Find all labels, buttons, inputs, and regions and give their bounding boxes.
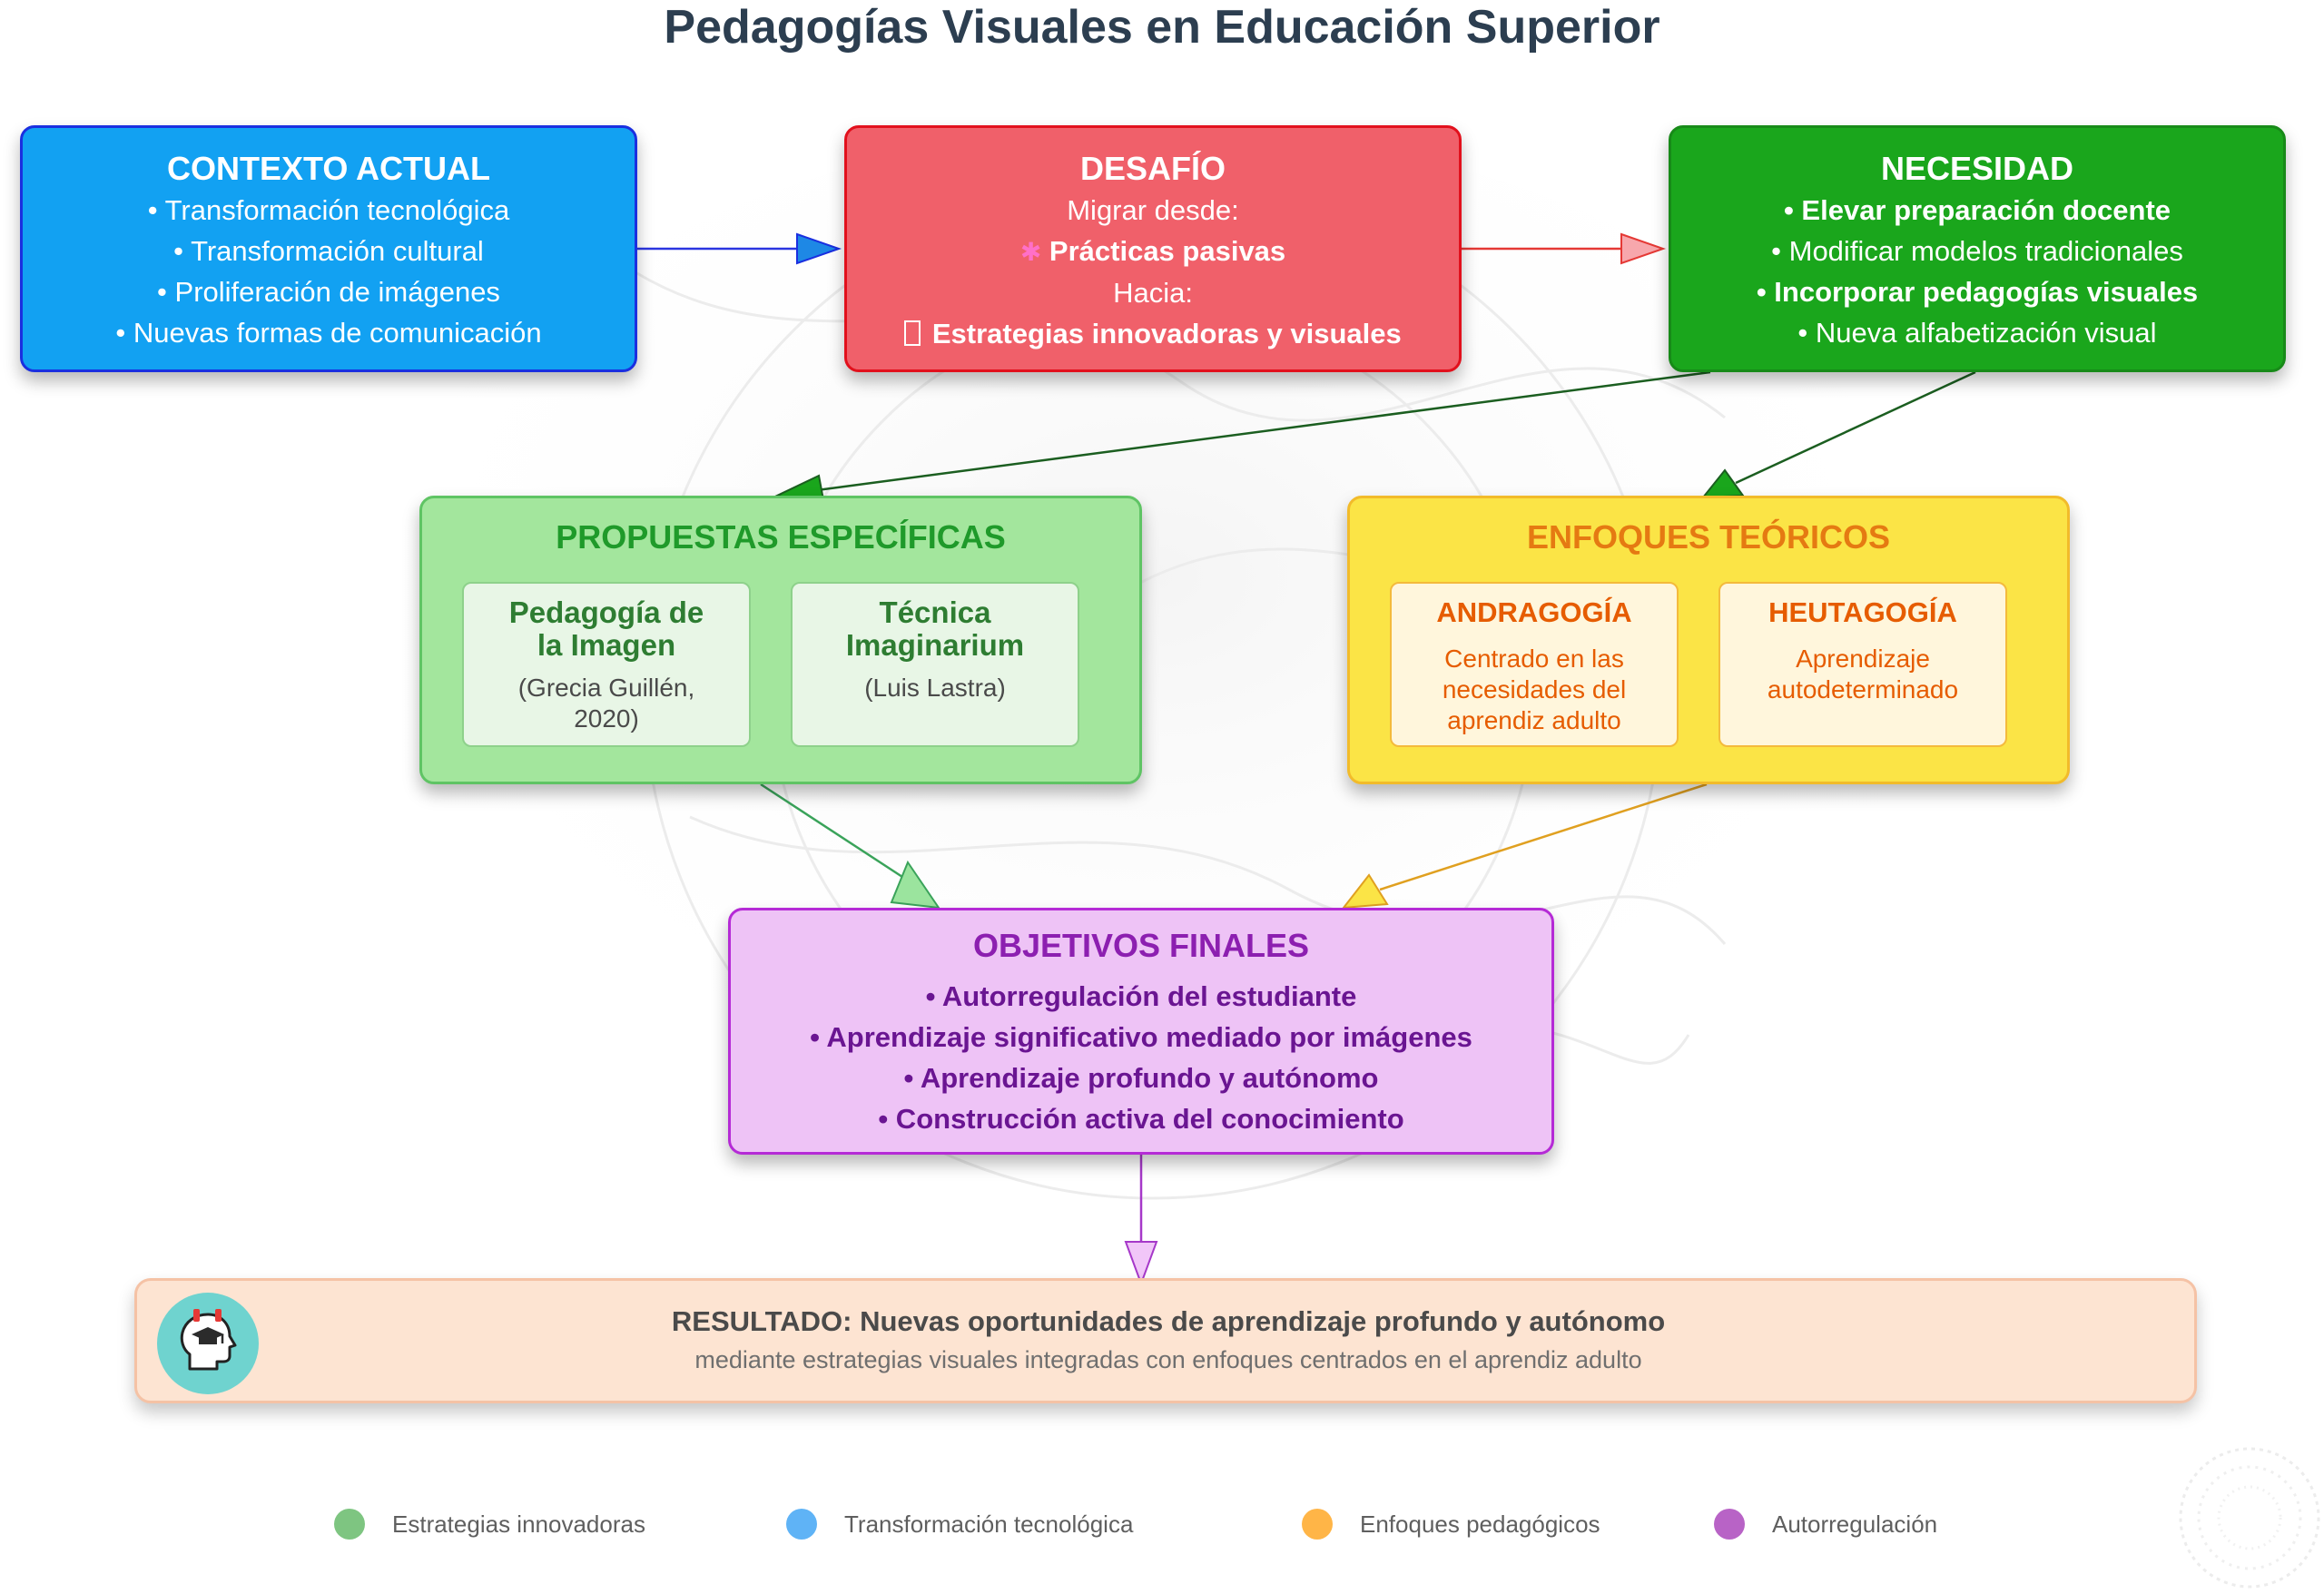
propuesta-card-body-line: (Luis Lastra): [864, 674, 1006, 702]
propuesta-card-title: Pedagogía de la Imagen: [464, 596, 749, 662]
missing-glyph-icon: [904, 320, 921, 346]
propuesta-card-body-line: 2020): [574, 704, 639, 733]
legend-dot: [1714, 1509, 1745, 1540]
resultado-main: RESULTADO: Nuevas oportunidades de apren…: [671, 1305, 1666, 1337]
propuesta-card-title-line: Pedagogía de: [508, 595, 704, 629]
page-title: Pedagogías Visuales en Educación Superio…: [664, 1, 1660, 54]
propuesta-card-title: Técnica Imaginarium: [793, 596, 1078, 662]
propuesta-card-body-line: (Grecia Guillén,: [517, 674, 695, 702]
propuestas-heading: PROPUESTAS ESPECÍFICAS: [556, 518, 1006, 556]
desafio-to-value: Estrategias innovadoras y visuales: [931, 318, 1402, 349]
enfoque-card-body-line: autodeterminado: [1767, 675, 1959, 704]
arrow-propuestas-objetivos: [760, 782, 941, 910]
enfoque-card-body: Centrado en las necesidades del aprendiz…: [1392, 644, 1677, 736]
legend: Estrategias innovadoras Transformación t…: [0, 1505, 2324, 1545]
contexto-actual-box: CONTEXTO ACTUAL • Transformación tecnoló…: [20, 125, 637, 372]
objetivos-box: OBJETIVOS FINALES • Autorregulación del …: [728, 908, 1554, 1155]
desafio-to-row: Estrategias innovadoras y visuales: [847, 313, 1459, 354]
contexto-heading: CONTEXTO ACTUAL: [167, 150, 490, 187]
enfoque-card-body-line: Centrado en las: [1444, 644, 1624, 673]
necesidad-heading: NECESIDAD: [1880, 150, 2074, 187]
legend-label: Enfoques pedagógicos: [1360, 1510, 1600, 1538]
propuesta-card-imaginarium: Técnica Imaginarium (Luis Lastra): [791, 582, 1079, 747]
propuesta-card-body: (Luis Lastra): [793, 673, 1078, 704]
arrow-objetivos-resultado: [1124, 1155, 1158, 1286]
propuesta-card-title-line: Técnica: [879, 595, 991, 629]
legend-dot: [334, 1509, 365, 1540]
arrow-enfoques-objetivos: [1341, 782, 1708, 910]
objetivos-item: • Construcción activa del conocimiento: [878, 1103, 1404, 1135]
necesidad-item: • Elevar preparación docente: [1783, 194, 2171, 226]
propuesta-card-pedagogia-imagen: Pedagogía de la Imagen (Grecia Guillén, …: [462, 582, 751, 747]
enfoque-card-body-line: Aprendizaje: [1796, 644, 1930, 673]
resultado-box: RESULTADO: Nuevas oportunidades de apren…: [134, 1278, 2197, 1403]
propuesta-card-title-line: la Imagen: [537, 628, 676, 662]
head-graduation-cap-icon: [157, 1293, 259, 1394]
propuesta-card-body: (Grecia Guillén, 2020): [464, 673, 749, 734]
legend-dot: [1302, 1509, 1333, 1540]
objetivos-item: • Aprendizaje profundo y autónomo: [903, 1062, 1379, 1094]
objetivos-item: • Autorregulación del estudiante: [925, 980, 1357, 1012]
enfoques-heading: ENFOQUES TEÓRICOS: [1526, 518, 1891, 556]
desafio-from-row: ✱ Prácticas pasivas: [847, 231, 1459, 272]
objetivos-heading: OBJETIVOS FINALES: [972, 927, 1310, 964]
legend-label: Estrategias innovadoras: [392, 1510, 645, 1538]
necesidad-item: • Nueva alfabetización visual: [1797, 317, 2157, 349]
contexto-item: • Nuevas formas de comunicación: [115, 317, 542, 349]
enfoque-card-body-line: aprendiz adulto: [1447, 706, 1621, 734]
arrow-contexto-desafio: [637, 232, 842, 265]
objetivos-item: • Aprendizaje significativo mediado por …: [810, 1021, 1472, 1053]
resultado-text: RESULTADO: Nuevas oportunidades de apren…: [137, 1303, 2200, 1379]
enfoques-box: ENFOQUES TEÓRICOS ANDRAGOGÍA Centrado en…: [1347, 496, 2070, 784]
desafio-box: DESAFÍO Migrar desde: ✱ Prácticas pasiva…: [844, 125, 1462, 372]
enfoque-card-title: HEUTAGOGÍA: [1768, 596, 1957, 628]
legend-label: Autorregulación: [1772, 1510, 1938, 1538]
necesidad-box: NECESIDAD • Elevar preparación docente •…: [1669, 125, 2286, 372]
propuestas-box: PROPUESTAS ESPECÍFICAS Pedagogía de la I…: [419, 496, 1142, 784]
propuesta-card-title-line: Imaginarium: [845, 628, 1025, 662]
contexto-item: • Transformación cultural: [173, 235, 484, 267]
arrow-desafio-necesidad: [1462, 232, 1667, 265]
watermark-icon: [2179, 1447, 2320, 1589]
necesidad-item: • Modificar modelos tradicionales: [1771, 235, 2183, 267]
enfoque-card-heutagogia: HEUTAGOGÍA Aprendizaje autodeterminado: [1718, 582, 2007, 747]
resultado-sub: mediante estrategias visuales integradas…: [694, 1346, 1642, 1373]
contexto-item: • Transformación tecnológica: [147, 194, 510, 226]
legend-label: Transformación tecnológica: [844, 1510, 1134, 1538]
arrow-necesidad-propuestas: [773, 370, 1711, 507]
enfoque-card-title: ANDRAGOGÍA: [1436, 596, 1632, 628]
necesidad-item: • Incorporar pedagogías visuales: [1756, 276, 2199, 308]
arrow-necesidad-enfoques: [1700, 370, 1976, 499]
desafio-heading: DESAFÍO: [1079, 150, 1226, 187]
enfoque-card-body: Aprendizaje autodeterminado: [1720, 644, 2005, 705]
star-icon: ✱: [1019, 238, 1042, 266]
desafio-from-label: Migrar desde:: [1067, 194, 1239, 226]
legend-dot: [786, 1509, 817, 1540]
enfoque-card-body-line: necesidades del: [1442, 675, 1627, 704]
desafio-from-value: Prácticas pasivas: [1049, 235, 1286, 267]
desafio-to-label: Hacia:: [1113, 277, 1193, 309]
enfoque-card-andragogia: ANDRAGOGÍA Centrado en las necesidades d…: [1390, 582, 1679, 747]
contexto-item: • Proliferación de imágenes: [157, 276, 500, 308]
